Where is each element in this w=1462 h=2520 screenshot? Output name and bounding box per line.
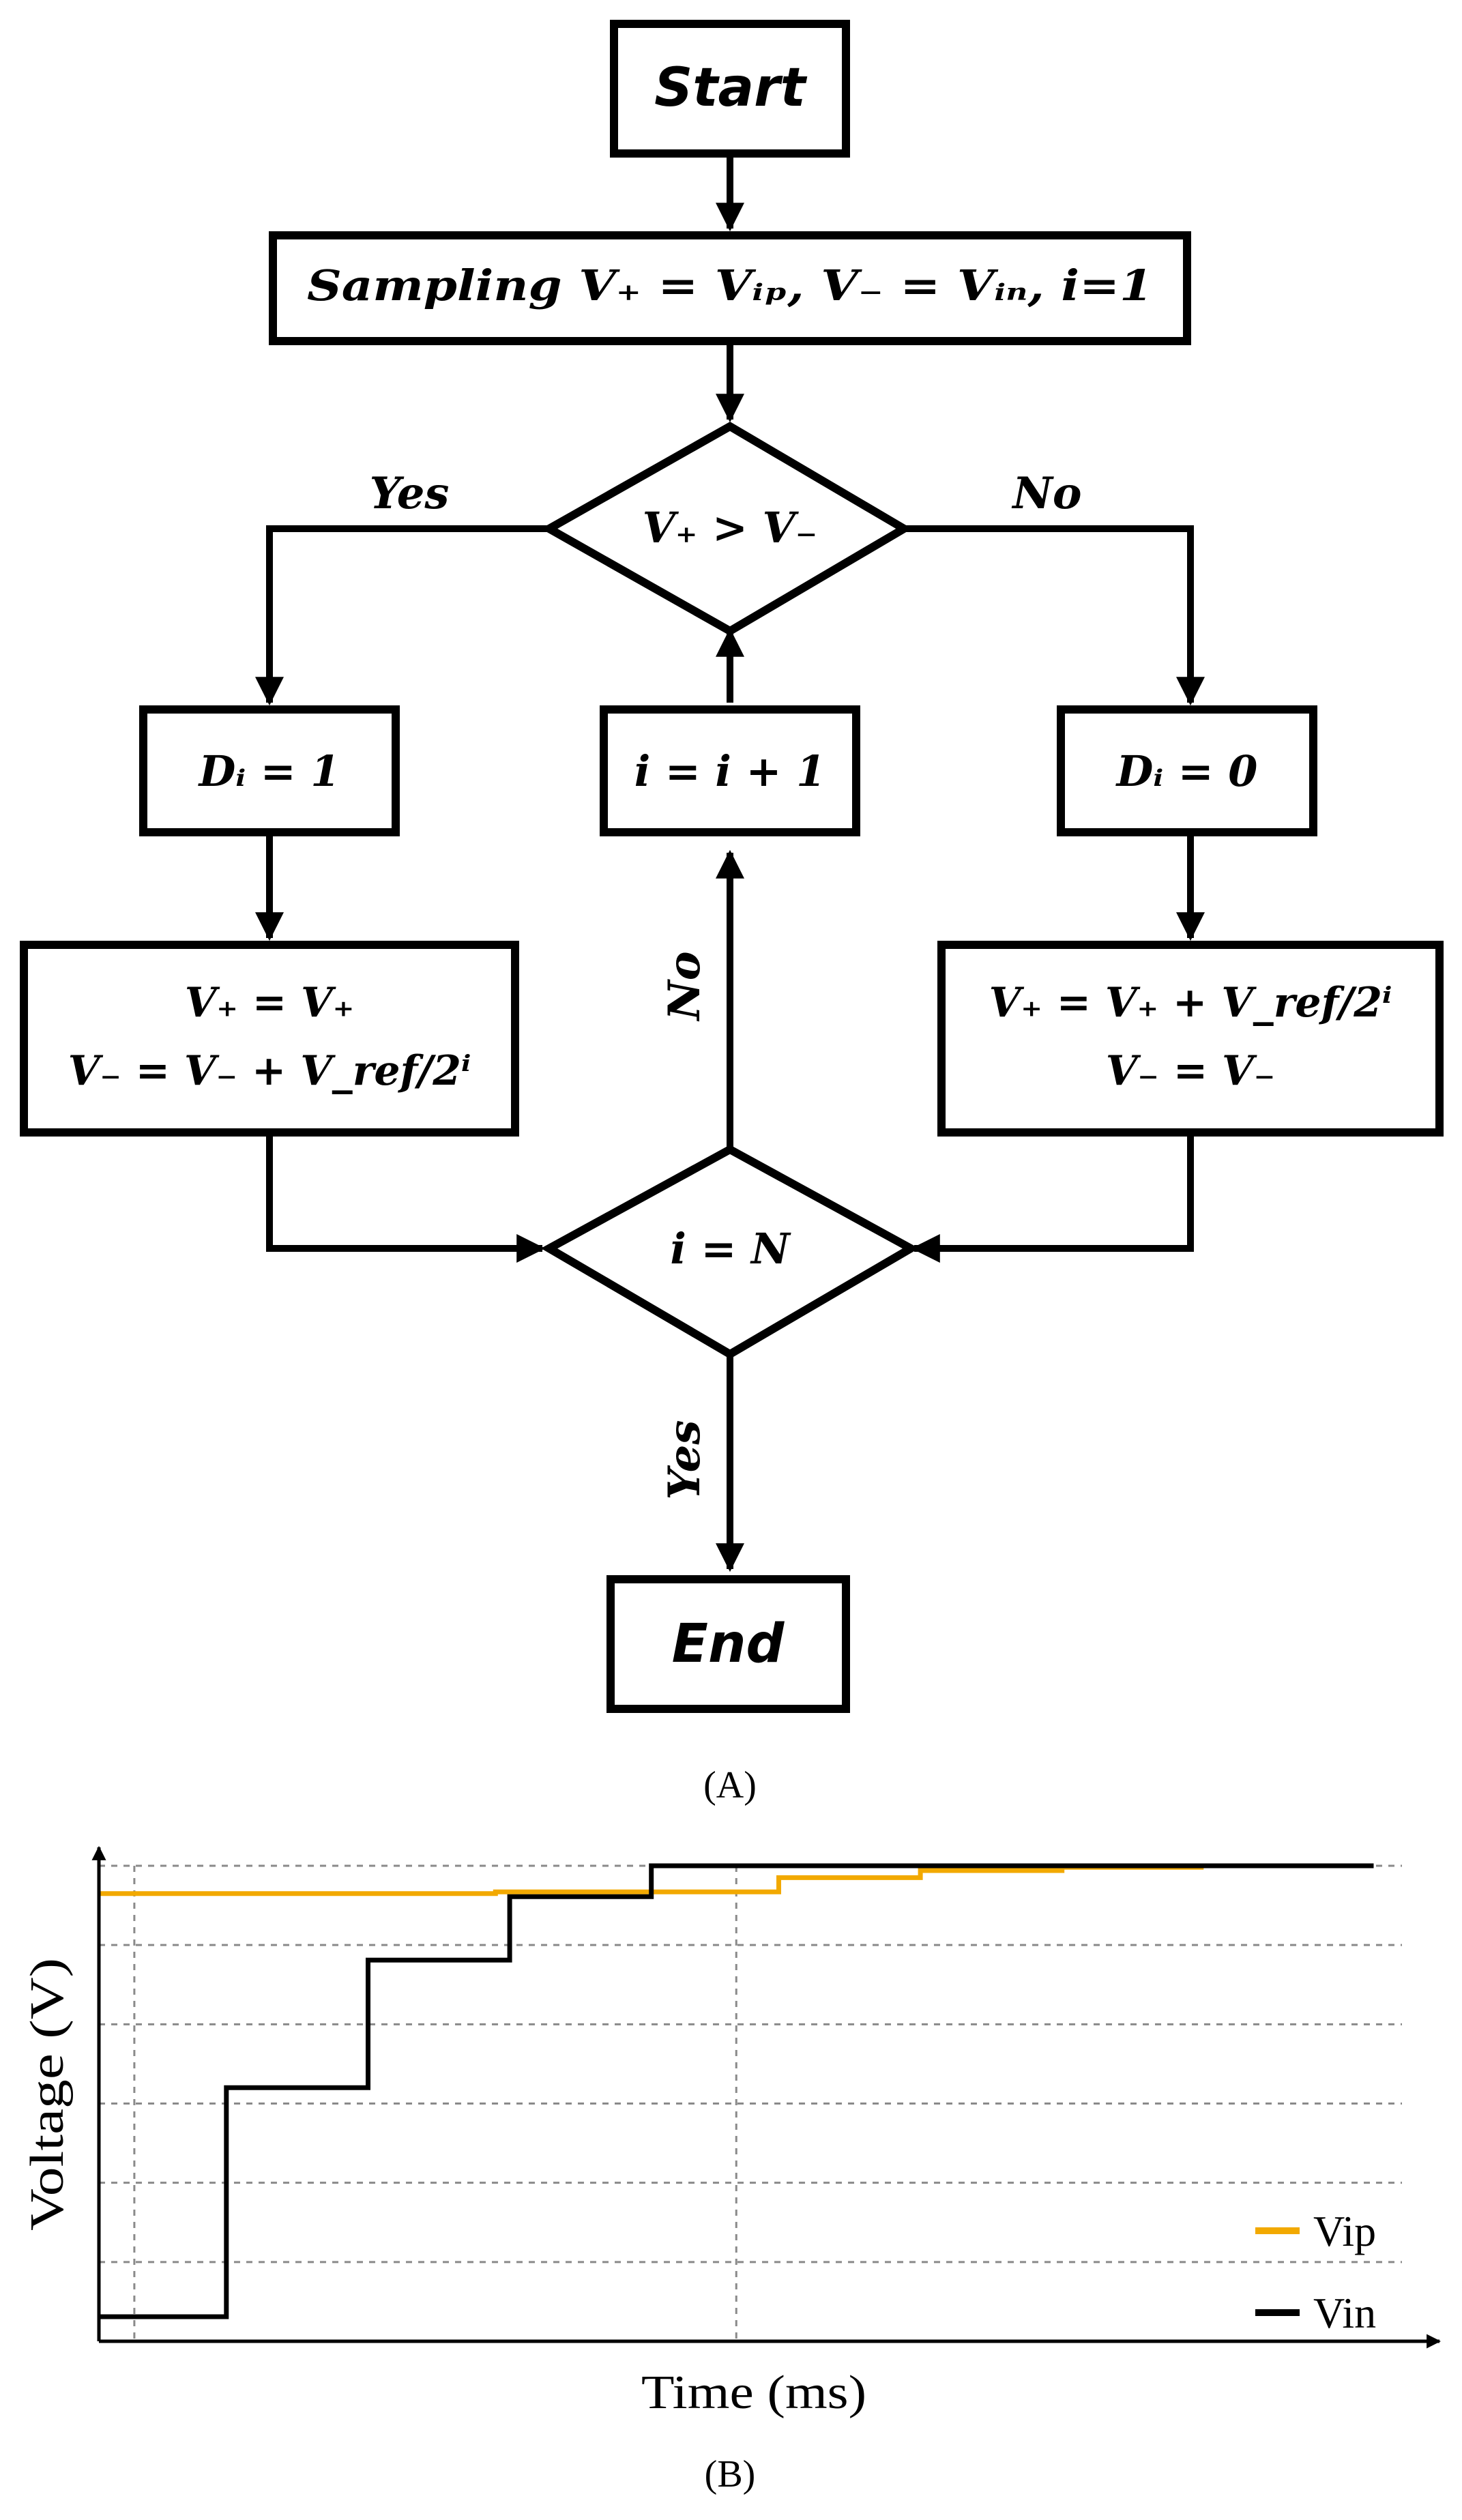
end-node xyxy=(606,1575,850,1713)
d0-label: Dᵢ = 0 xyxy=(1115,746,1258,796)
sampling-box xyxy=(269,231,1191,345)
check-n-label: i = N xyxy=(670,1224,791,1274)
exit-yes-label: Yes xyxy=(659,1420,710,1500)
right-update-line2: V₋ = V₋ xyxy=(1106,1047,1276,1095)
flowchart: Start Sampling V₊ = Vᵢₚ, V₋ = Vᵢₙ, i=1 V… xyxy=(20,20,1444,1713)
chart-grid xyxy=(99,1864,1402,2341)
increment-label: i = i + 1 xyxy=(634,746,825,796)
caption-a: (A) xyxy=(703,1764,757,1806)
d0-box xyxy=(1057,705,1317,836)
no-right-label: No xyxy=(1011,468,1081,519)
arrow-compare-no xyxy=(904,525,1205,706)
arrow-compare-yes xyxy=(255,525,549,706)
x-axis-label: Time (ms) xyxy=(641,2367,866,2419)
y-axis-label: Voltage (V) xyxy=(21,1958,74,2231)
loop-no-label: No xyxy=(659,951,710,1021)
compare-decision xyxy=(540,422,912,636)
d1-box xyxy=(139,705,400,836)
end-label: End xyxy=(672,1613,785,1675)
sampling-label: Sampling V₊ = Vᵢₚ, V₋ = Vᵢₙ, i=1 xyxy=(307,261,1153,310)
caption-b: (B) xyxy=(705,2453,756,2495)
start-label: Start xyxy=(654,57,808,119)
start-node xyxy=(610,20,850,158)
legend-label-vip: Vip xyxy=(1313,2207,1376,2255)
left-update-box xyxy=(20,941,519,1137)
increment-box xyxy=(600,705,860,836)
right-update-box xyxy=(937,941,1444,1137)
series-line-vin xyxy=(99,1863,1374,2319)
d1-label: Dᵢ = 1 xyxy=(198,746,340,796)
voltage-chart: Time (ms) Voltage (V) Vip Vin xyxy=(21,1845,1442,2419)
chart-series xyxy=(99,1863,1374,2319)
series-line-vip xyxy=(99,1864,1204,1896)
yes-left-label: Yes xyxy=(370,468,450,519)
right-update-line1: V₊ = V₊ + V_ref/2ⁱ xyxy=(989,979,1392,1027)
check-n-decision xyxy=(540,1145,920,1359)
chart-legend: Vip Vin xyxy=(1255,2207,1376,2337)
left-update-line1: V₊ = V₊ xyxy=(185,979,355,1027)
compare-label: V₊ > V₋ xyxy=(643,503,818,553)
legend-label-vin: Vin xyxy=(1313,2289,1376,2337)
left-update-line2: V₋ = V₋ + V_ref/2ⁱ xyxy=(68,1047,471,1095)
arrow-right-update-to-check xyxy=(911,1132,1194,1263)
arrow-left-update-to-check xyxy=(266,1132,546,1263)
